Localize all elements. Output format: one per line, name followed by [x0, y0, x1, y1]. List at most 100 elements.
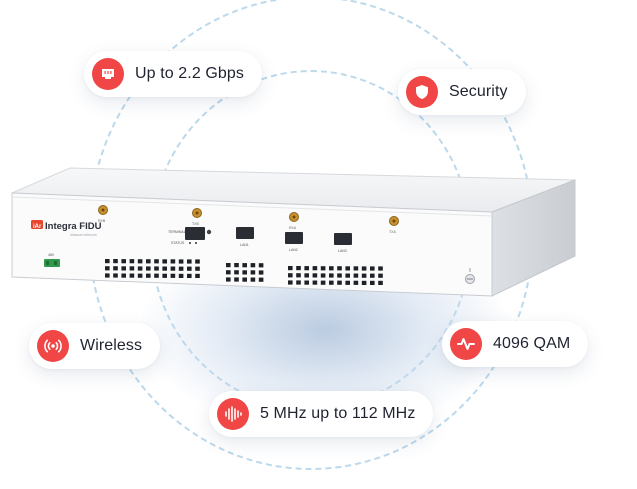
- vent-hole: [378, 273, 383, 278]
- feature-security-label: Security: [449, 83, 508, 100]
- vent-hole: [195, 259, 200, 264]
- vent-hole: [113, 266, 118, 271]
- feature-wireless-pill: Wireless: [29, 323, 161, 369]
- vent-hole: [187, 273, 192, 278]
- vent-hole: [370, 266, 375, 271]
- vent-hole: [250, 277, 256, 282]
- txa-label: TXA: [389, 230, 396, 234]
- shield-icon: [406, 76, 438, 108]
- vent-hole: [105, 273, 110, 278]
- lan3-label: LAN3: [338, 249, 347, 253]
- txb-connector: TXB: [192, 208, 202, 226]
- vent-hole: [129, 259, 135, 264]
- vent-hole: [329, 266, 334, 271]
- vent-hole: [337, 280, 342, 285]
- vent-hole: [195, 273, 200, 278]
- vent-hole: [226, 277, 231, 282]
- vent-hole: [296, 280, 301, 285]
- vent-hole: [329, 280, 334, 285]
- rxa-label: RXA: [289, 226, 297, 230]
- ethernet-port-icon: [92, 58, 124, 90]
- vent-hole: [146, 273, 151, 278]
- terminal-label: TERMINAL: [168, 230, 186, 234]
- vent-hole: [154, 266, 159, 271]
- vent-hole: [226, 263, 231, 268]
- rxb-connector: RXB: [98, 205, 108, 223]
- vent-hole: [129, 266, 135, 271]
- lan1-label: LAN1: [240, 243, 249, 247]
- feature-speed-pill: Up to 2.2 Gbps: [84, 51, 263, 97]
- vent-hole: [137, 273, 143, 278]
- vent-grid: [105, 259, 383, 285]
- vent-hole: [226, 270, 231, 275]
- vent-hole: [121, 273, 126, 278]
- vent-hole: [353, 266, 359, 271]
- pulse-wave-icon: [450, 328, 482, 360]
- power-label: 48V: [48, 253, 55, 257]
- vent-hole: [378, 266, 383, 271]
- lan2-label: LAN2: [289, 248, 298, 252]
- status-label: STATUS: [171, 241, 185, 245]
- vent-hole: [296, 273, 301, 278]
- feature-wireless-label: Wireless: [80, 337, 143, 354]
- feature-security-pill: Security: [398, 69, 526, 115]
- vent-hole: [154, 259, 159, 264]
- lan1-port: LAN1: [236, 227, 254, 247]
- vent-hole: [250, 263, 256, 268]
- vent-hole: [288, 280, 293, 285]
- vent-hole: [137, 259, 143, 264]
- vent-hole: [320, 280, 326, 285]
- vent-hole: [178, 266, 184, 271]
- vent-hole: [258, 277, 264, 282]
- vent-hole: [162, 266, 167, 271]
- vent-hole: [170, 259, 176, 264]
- brand-name-text: Integra FIDU: [45, 221, 102, 232]
- vent-hole: [258, 263, 264, 268]
- feature-qam-pill: 4096 QAM: [442, 321, 589, 367]
- vent-hole: [121, 266, 126, 271]
- vent-hole: [195, 266, 200, 271]
- rxb-label: RXB: [98, 219, 106, 223]
- vent-hole: [353, 273, 359, 278]
- vent-hole: [345, 280, 350, 285]
- feature-bandwidth-label: 5 MHz up to 112 MHz: [260, 405, 416, 422]
- vent-hole: [146, 266, 151, 271]
- vent-hole: [345, 273, 350, 278]
- vent-hole: [361, 266, 367, 271]
- vent-hole: [146, 259, 151, 264]
- terminal-port: TERMINAL STATUS: [168, 227, 212, 245]
- brand-badge-text: iAr: [33, 224, 42, 230]
- brand-sub-text: intracom telecom: [70, 233, 97, 237]
- vent-hole: [370, 273, 375, 278]
- vent-hole: [370, 280, 375, 285]
- vent-hole: [242, 270, 247, 275]
- vent-hole: [304, 266, 309, 271]
- brand-logo-badge: [31, 220, 43, 229]
- vent-hole: [121, 259, 126, 264]
- vent-hole: [361, 273, 367, 278]
- vent-hole: [288, 273, 293, 278]
- vent-hole: [105, 259, 110, 264]
- vent-hole: [320, 273, 326, 278]
- vent-hole: [129, 273, 135, 278]
- power-connector: 48V: [44, 253, 60, 267]
- vent-hole: [353, 280, 359, 285]
- vent-hole: [337, 266, 342, 271]
- vent-hole: [234, 270, 239, 275]
- vent-hole: [154, 273, 159, 278]
- vent-hole: [242, 277, 247, 282]
- vent-hole: [113, 273, 118, 278]
- vent-hole: [312, 280, 318, 285]
- vent-hole: [242, 263, 247, 268]
- vent-hole: [304, 280, 309, 285]
- feature-speed-label: Up to 2.2 Gbps: [135, 65, 245, 82]
- vent-hole: [137, 266, 143, 271]
- vent-hole: [320, 266, 326, 271]
- vent-hole: [296, 266, 301, 271]
- feature-bandwidth-pill: 5 MHz up to 112 MHz: [209, 391, 434, 437]
- vent-hole: [234, 277, 239, 282]
- sound-bars-icon: [217, 398, 249, 430]
- vent-hole: [234, 263, 239, 268]
- rxa-connector: RXA: [289, 212, 299, 230]
